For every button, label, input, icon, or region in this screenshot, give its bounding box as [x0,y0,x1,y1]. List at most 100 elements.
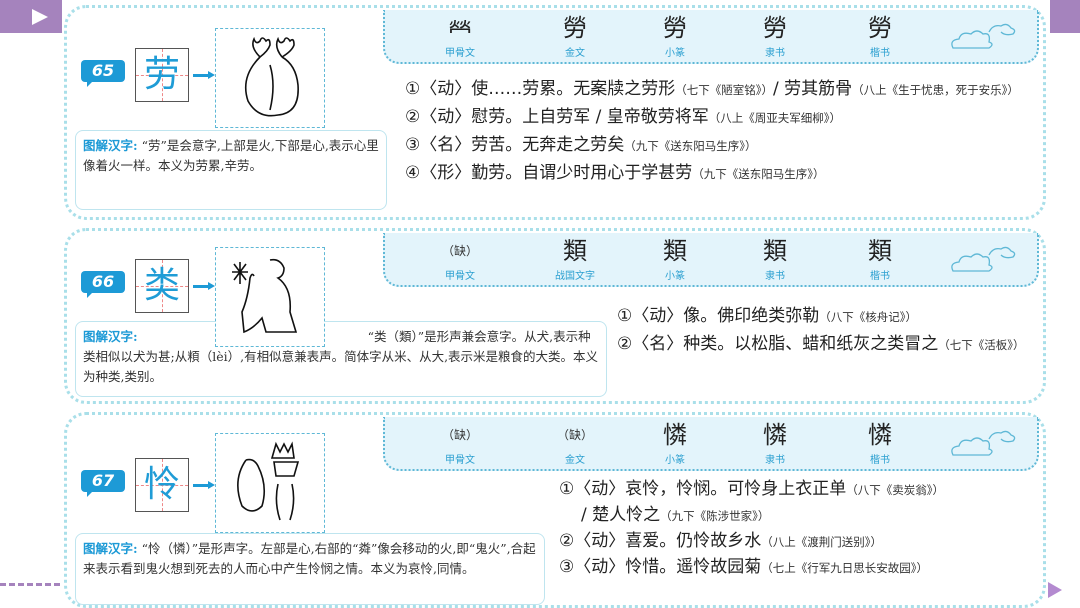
definitions: ①〈动〉哀怜，怜悯。可怜身上衣正单（八下《卖炭翁》）/ 楚人怜之（九下《陈涉世家… [559,477,1043,581]
script-form: 類 战国文字 [530,235,620,282]
definition-item: ②〈动〉慰劳。上自劳军 / 皇帝敬劳将军（八上《周亚夫军细柳》） [405,104,1041,132]
script-form: 憐 隶书 [730,419,820,466]
def-number: ① [617,306,633,326]
character-box: 怜 [135,458,189,512]
script-glyph: 勞 [763,14,787,42]
entry-65: 𤇾 甲骨文 勞 金文 勞 小篆 勞 隶书 勞 楷书 65 劳 图解汉字: “劳”… [64,5,1046,220]
definition-item: ④〈形〉勤劳。自谓少时用心于学甚劳（九下《送东阳马生序》） [405,160,1041,188]
script-form: 類 小篆 [630,235,720,282]
def-example: 上自劳军 / 皇帝敬劳将军 [522,107,709,127]
definition-item: ②〈名〉种类。以松脂、蜡和纸灰之类冒之（七下《活板》） [617,331,1043,359]
def-number: ③ [559,557,575,577]
part-of-speech: 〈动〉 [632,306,684,326]
script-label: 战国文字 [555,271,595,282]
script-label: 楷书 [870,455,890,466]
play-triangle-icon [32,9,48,25]
script-form: 勞 小篆 [630,12,720,59]
script-glyph: 𤇾 [448,14,472,42]
script-label: 小篆 [665,48,685,59]
def-example: 自谓少时用心于学甚劳 [522,163,693,183]
def-meaning: 哀怜，怜悯。 [625,479,728,499]
cloud-icon [951,430,1016,456]
definitions: ①〈动〉使……劳累。无案牍之劳形（七下《陋室铭》）/ 劳其筋骨（八上《生于忧患，… [405,76,1041,188]
def-number: ① [405,79,421,99]
def-example: 无案牍之劳形 [573,79,676,99]
explanation-box: 图解汉字: “怜（憐）”是形声字。左部是心,右部的“粦”像会移动的火,即“鬼火”… [75,533,545,605]
definition-item: ①〈动〉哀怜，怜悯。可怜身上衣正单（八下《卖炭翁》）/ 楚人怜之（九下《陈涉世家… [559,477,1043,529]
def-source: （七下《陋室铭》） [675,83,773,97]
script-label: 楷书 [870,48,890,59]
script-form: （缺） 甲骨文 [415,235,505,282]
script-form: 類 楷书 [835,235,925,282]
definition-item: ②〈动〉喜爱。仍怜故乡水（八上《渡荆门送别》） [559,529,1043,555]
arrow-icon [193,481,215,489]
script-glyph: 憐 [763,421,787,449]
script-form: （缺） 金文 [530,419,620,466]
script-glyph: 勞 [563,14,587,42]
def-example: 以松脂、蜡和纸灰之类冒之 [734,334,939,354]
def-source: （八上《生于忧患，死于安乐》） [852,83,1019,97]
character-box: 劳 [135,48,189,102]
script-label: 甲骨文 [445,271,475,282]
script-form: 勞 楷书 [835,12,925,59]
part-of-speech: 〈动〉 [574,479,626,499]
def-example: 无奔走之劳矣 [522,135,625,155]
def-source: （七下《活板》） [938,338,1025,352]
headword: 劳 [143,54,180,95]
script-glyph: （缺） [556,428,593,442]
part-of-speech: 〈形〉 [420,163,472,183]
entry-number-badge: 65 [81,60,125,87]
def-source: （九下《送东阳马生序》） [624,139,757,153]
script-form: 憐 小篆 [630,419,720,466]
script-label: 隶书 [765,455,785,466]
def-number: ① [559,479,575,499]
definition-item: ①〈动〉像。佛印绝类弥勒（八下《核舟记》） [617,303,1043,331]
script-glyph: 憐 [868,421,892,449]
definition-item: ③〈动〉怜惜。遥怜故园菊（七上《行军九日思长安故园》） [559,555,1043,581]
headword: 怜 [143,464,180,505]
part-of-speech: 〈动〉 [420,79,472,99]
corner-decoration [1050,0,1080,33]
cloud-icon [951,23,1016,49]
explanation-box: 图解汉字: “劳”是会意字,上部是火,下部是心,表示心里像着火一样。本义为劳累,… [75,130,387,210]
headword: 类 [143,265,180,306]
script-glyph: 憐 [663,421,687,449]
entry-66: （缺） 甲骨文 類 战国文字 類 小篆 類 隶书 類 楷书 66 类 图解汉字:… [64,228,1046,404]
script-form: 勞 隶书 [730,12,820,59]
def-meaning: 像。 [683,306,718,326]
next-arrow-icon[interactable] [1048,582,1062,598]
explanation-text: “怜（憐）”是形声字。左部是心,右部的“粦”像会移动的火,即“鬼火”,合起来表示… [83,541,536,576]
arrow-icon [193,71,215,79]
script-label: 甲骨文 [445,455,475,466]
script-label: 小篆 [665,271,685,282]
prev-slide-button[interactable] [0,0,62,33]
script-label: 小篆 [665,455,685,466]
explanation-text: “劳”是会意字,上部是火,下部是心,表示心里像着火一样。本义为劳累,辛劳。 [83,138,379,173]
script-forms-strip: （缺） 甲骨文 類 战国文字 類 小篆 類 隶书 類 楷书 [383,233,1039,287]
definitions: ①〈动〉像。佛印绝类弥勒（八下《核舟记》）②〈名〉种类。以松脂、蜡和纸灰之类冒之… [617,303,1043,359]
script-glyph: 類 [563,237,587,265]
part-of-speech: 〈动〉 [574,531,626,551]
def-meaning: 使……劳累。 [471,79,574,99]
def-source: （八上《渡荆门送别》） [761,535,882,549]
entry-67: （缺） 甲骨文 （缺） 金文 憐 小篆 憐 隶书 憐 楷书 67 怜 图解汉字:… [64,412,1046,608]
def-source: （八下《核舟记》） [819,310,917,324]
explanation-heading: 图解汉字: [83,138,138,153]
def-meaning: 种类。 [683,334,735,354]
script-glyph: （缺） [441,244,478,258]
definition-item: ③〈名〉劳苦。无奔走之劳矣（九下《送东阳马生序》） [405,132,1041,160]
def-example: 可怜身上衣正单 [727,479,847,499]
pictograph-illustration [215,247,325,347]
def-number: ② [617,334,633,354]
script-label: 金文 [565,455,585,466]
def-meaning: 喜爱。 [625,531,677,551]
def-meaning: 慰劳。 [471,107,523,127]
def-example: / 劳其筋骨 [773,79,853,99]
explanation-box: 图解汉字:“类（類）”是形声兼会意字。从犬,表示种类相似以犬为甚;从頪（lèi）… [75,321,607,397]
script-glyph: 類 [868,237,892,265]
script-form: （缺） 甲骨文 [415,419,505,466]
def-number: ③ [405,135,421,155]
script-forms-strip: 𤇾 甲骨文 勞 金文 勞 小篆 勞 隶书 勞 楷书 [383,10,1039,64]
entry-number-badge: 66 [81,271,125,298]
entry-number-badge: 67 [81,470,125,497]
